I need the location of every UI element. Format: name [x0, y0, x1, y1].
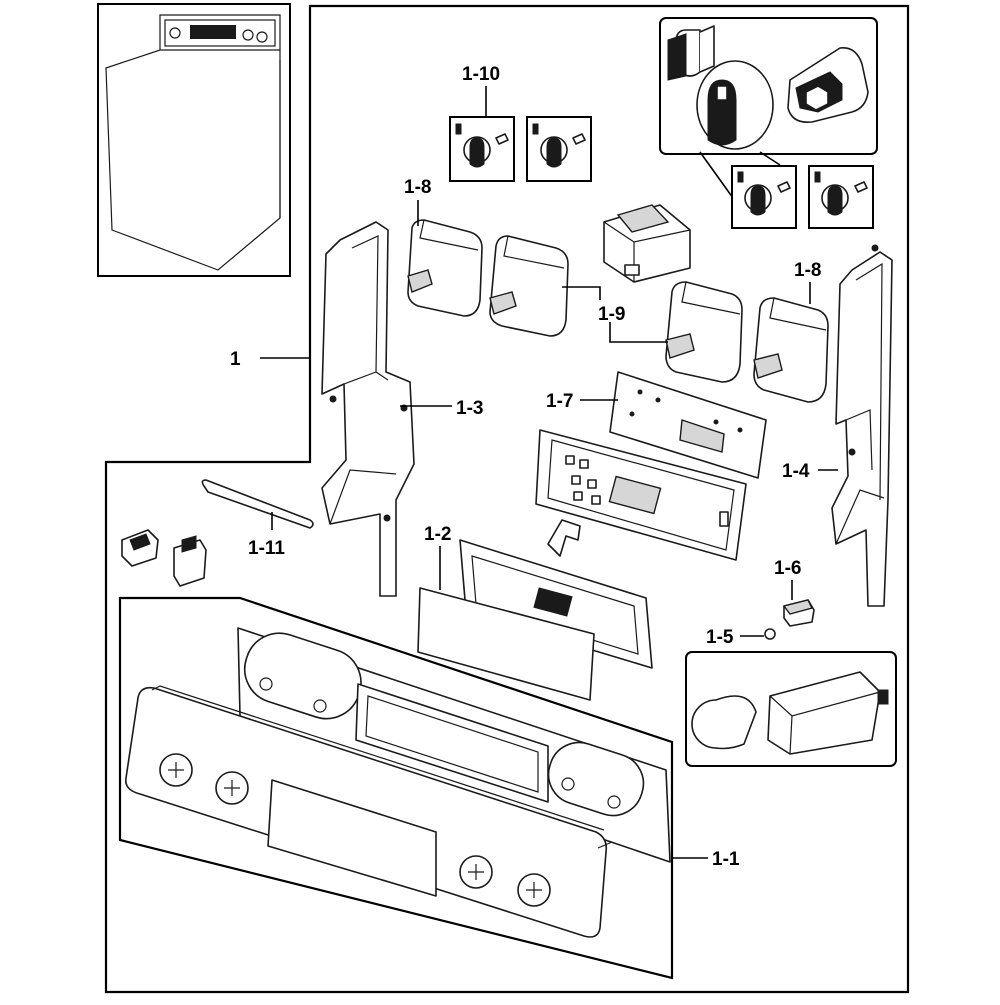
- switch-1: [407, 219, 483, 317]
- lamp-socket: [782, 599, 815, 627]
- control-panel-back: [237, 627, 671, 863]
- display-board: [609, 371, 767, 479]
- callout-1-8-left: 1-8: [404, 177, 431, 198]
- control-panel-front: [124, 685, 613, 938]
- callout-1-5: 1-5: [706, 627, 734, 648]
- callout-1-9: 1-9: [598, 304, 625, 325]
- lamp-bulb: [764, 628, 776, 640]
- knob-box-lower-left: [731, 165, 797, 229]
- lamp-detail-box: [685, 651, 897, 767]
- callout-1: 1: [230, 349, 241, 370]
- callout-1-10: 1-10: [462, 64, 500, 85]
- transformer: [603, 204, 691, 283]
- relay-component: [173, 535, 207, 587]
- callout-1-8-right: 1-8: [794, 260, 821, 281]
- knob-detail-box: [659, 17, 878, 155]
- callout-1-4: 1-4: [782, 461, 810, 482]
- callout-1-11: 1-11: [248, 538, 285, 559]
- knob-box-right: [526, 116, 592, 182]
- right-side-bracket: [831, 244, 893, 607]
- switch-4: [753, 297, 829, 403]
- callout-1-7: 1-7: [546, 391, 573, 412]
- control-panel-frame: [118, 596, 674, 980]
- callout-1-1: 1-1: [712, 849, 740, 870]
- switch-component-small: [121, 529, 159, 567]
- display-bezel-frame: [459, 539, 653, 669]
- assembly-frame: [104, 4, 910, 994]
- control-board: [535, 429, 747, 561]
- range-thumbnail: [97, 3, 291, 277]
- callout-1-6: 1-6: [774, 558, 801, 579]
- knob-box-left: [449, 116, 515, 182]
- callout-1-2: 1-2: [424, 524, 451, 545]
- wire-tie: [201, 479, 314, 529]
- switch-3: [665, 281, 743, 383]
- display-window-glass: [417, 587, 595, 701]
- callout-1-3: 1-3: [456, 398, 483, 419]
- switch-2: [489, 235, 569, 337]
- knob-box-lower-right: [808, 165, 874, 229]
- left-side-bracket: [321, 221, 415, 597]
- small-bracket: [547, 519, 581, 557]
- leader-lines: [260, 86, 838, 859]
